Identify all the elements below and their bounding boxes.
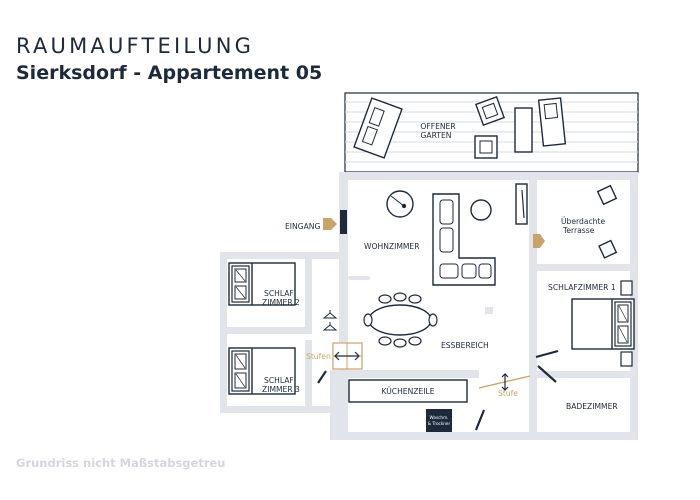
label-schlafzimmer-1: SCHLAFZIMMER 1 xyxy=(548,283,616,292)
garden-armchair-icon xyxy=(474,135,498,159)
living-room-furniture xyxy=(348,183,528,314)
entrance-door xyxy=(340,210,347,234)
door-lines xyxy=(317,349,559,431)
label-waschm-2: & Trockner xyxy=(428,421,451,426)
garden-lounge-icon xyxy=(353,97,403,159)
label-schlafzimmer-3-2: ZIMMER 3 xyxy=(262,385,300,394)
garden-lounger-icon xyxy=(537,97,567,147)
page-title: RAUMAUFTEILUNG xyxy=(16,34,255,58)
page-subtitle: Sierksdorf - Appartement 05 xyxy=(16,62,323,84)
wardrobe-hanger-icon xyxy=(322,310,338,331)
label-stufen: Stufen xyxy=(306,352,331,361)
terrace-furniture xyxy=(596,184,618,259)
kitchen-counter xyxy=(348,379,468,403)
label-schlafzimmer-3-1: SCHLAF xyxy=(264,376,294,385)
scale-disclaimer: Grundriss nicht Maßstabsgetreu xyxy=(16,456,226,470)
label-waschm-1: Waschm. xyxy=(430,415,449,420)
garden-table-icon xyxy=(514,107,533,153)
label-schlafzimmer-2-1: SCHLAF xyxy=(264,289,294,298)
terrace-arrow-icon xyxy=(533,234,545,248)
bed-icon-bedroom-3 xyxy=(228,347,296,395)
label-ueberdachte-terrasse-1: Überdachte xyxy=(561,217,605,226)
label-offener-garten-2: GARTEN xyxy=(421,131,452,140)
label-schlafzimmer-2-2: ZIMMER 2 xyxy=(262,298,300,307)
entrance-arrow-icon xyxy=(323,218,337,230)
garden-area xyxy=(344,92,639,173)
label-wohnzimmer: WOHNZIMMER xyxy=(364,242,420,251)
label-essbereich: ESSBEREICH xyxy=(441,341,489,350)
label-offener-garten-1: OFFENER xyxy=(420,122,456,131)
label-kuechenzeile: KÜCHENZEILE xyxy=(381,387,434,396)
step-arrow-icon xyxy=(501,373,509,391)
dining-table-icon xyxy=(363,292,438,348)
washer-box xyxy=(426,409,452,432)
bed-icon-bedroom-1 xyxy=(571,280,635,367)
label-badezimmer: BADEZIMMER xyxy=(566,402,618,411)
stairs-box xyxy=(332,342,363,370)
label-eingang: EINGANG xyxy=(285,222,320,231)
garden-armchair-icon xyxy=(475,96,505,126)
bed-icon-bedroom-2 xyxy=(228,262,296,306)
label-ueberdachte-terrasse-2: Terrasse xyxy=(562,226,595,235)
label-stufe: Stufe xyxy=(498,389,518,398)
